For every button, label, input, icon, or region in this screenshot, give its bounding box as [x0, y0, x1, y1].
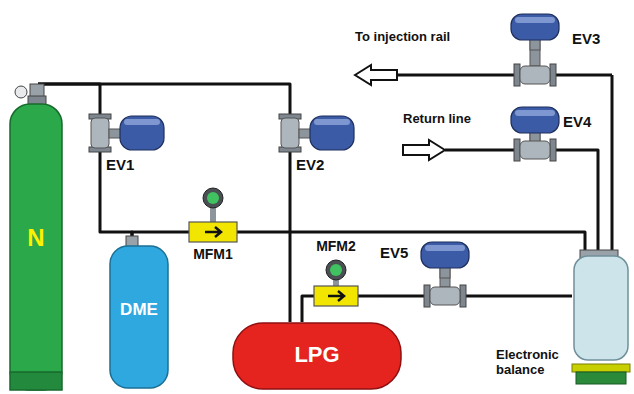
flow-label: To injection rail [355, 30, 450, 45]
valve-ev2: EV2 [278, 110, 358, 178]
lpg-tank: LPG [232, 322, 402, 390]
valve-ev1: EV1 [88, 110, 168, 178]
pipe-connector [362, 295, 380, 298]
pipe-connector [38, 84, 290, 110]
flow-label: Return line [403, 112, 471, 127]
outlet-arrow [355, 65, 397, 85]
node-label: EV3 [572, 30, 610, 47]
pipe-connector [475, 295, 572, 298]
valve-ev5: EV5 [380, 240, 475, 310]
pipe-connector [596, 150, 598, 250]
balance-tank: Electronic balance [572, 250, 630, 385]
flow-meter-mfm2: MFM2 [310, 238, 362, 308]
node-label: DME [108, 300, 170, 320]
pipe-line [445, 149, 500, 152]
pipe-connector [289, 178, 292, 322]
label-holder: Return line [403, 112, 471, 127]
flow-meter-mfm1: MFM1 [185, 186, 241, 266]
inlet-arrow [403, 140, 445, 160]
node-label: EV2 [296, 156, 356, 173]
node-label: MFM2 [310, 238, 362, 254]
node-label: EV1 [106, 156, 166, 173]
nitrogen-cylinder: N [8, 84, 64, 390]
valve-ev4: EV4 [500, 105, 596, 185]
node-label: EV5 [380, 244, 416, 261]
pipe-connector [132, 232, 185, 236]
pipe-connector [100, 178, 132, 236]
node-label: EV4 [563, 113, 601, 130]
node-label: N [8, 224, 64, 252]
pipe-connector [241, 232, 585, 250]
dme-tank: DME [108, 236, 170, 388]
node-label: Electronic balance [496, 348, 568, 378]
label-holder: To injection rail [355, 30, 450, 45]
node-shape [572, 250, 630, 385]
pipe-line [397, 74, 500, 77]
pipe-connector [611, 75, 614, 250]
valve-ev3: EV3 [500, 10, 612, 90]
node-label: LPG [232, 342, 402, 367]
node-shape [500, 10, 612, 90]
node-label: MFM1 [185, 246, 241, 262]
pipe-connector [302, 296, 310, 322]
